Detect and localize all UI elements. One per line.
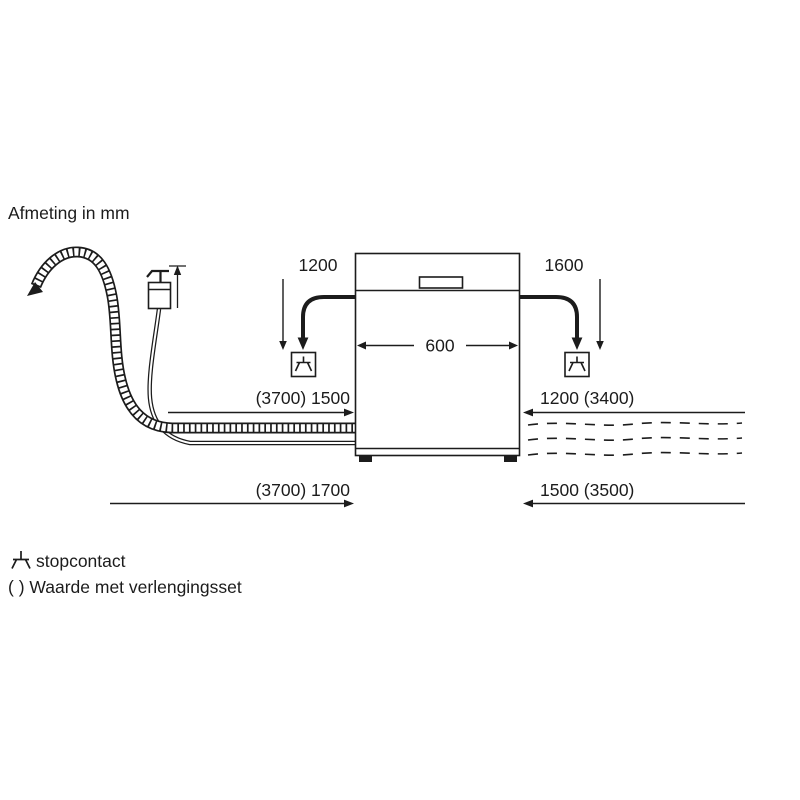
dim-supply-hose: 1200 (3400) (523, 388, 745, 417)
page-title: Afmeting in mm (8, 203, 130, 223)
extension-hoses-dashed (527, 421, 743, 456)
dim-cord-left-label: 1200 (299, 255, 338, 275)
dim-drain-hose: (3700) 1500 (168, 388, 354, 417)
dim-cord-right-label: 1600 (545, 255, 584, 275)
dim-drain-label: (3700) 1500 (256, 388, 351, 408)
dim-drain-alt-label: (3700) 1700 (256, 480, 351, 500)
dim-appliance-width: 600 (357, 336, 518, 356)
dim-power-cord-right: 1600 (519, 255, 604, 378)
supply-hose (147, 308, 356, 446)
drain-hose-end-arrow-icon (27, 282, 43, 296)
dishwasher-foot-left (359, 455, 372, 462)
power-socket-icon-right (564, 351, 590, 378)
dim-power-cord-left: 1200 (279, 255, 356, 378)
power-socket-icon-legend (11, 551, 31, 569)
legend-extension-label: ( ) Waarde met verlengingsset (8, 577, 242, 597)
dim-supply-label: 1200 (3400) (540, 388, 634, 408)
tap-height-marker (169, 265, 186, 308)
dim-supply-alt-label: 1500 (3500) (540, 480, 634, 500)
control-panel-display (418, 276, 464, 289)
drain-hose (27, 246, 356, 434)
legend-socket-label: stopcontact (36, 551, 126, 571)
power-socket-icon-left (290, 351, 317, 378)
dishwasher-front-view (354, 252, 521, 462)
dim-width-label: 600 (425, 336, 454, 356)
dim-supply-hose-alt: 1500 (3500) (523, 480, 745, 508)
water-tap-icon (146, 269, 172, 310)
legend: stopcontact ( ) Waarde met verlengingsse… (8, 551, 242, 597)
dim-drain-hose-alt: (3700) 1700 (110, 480, 354, 508)
dishwasher-foot-right (504, 455, 517, 462)
